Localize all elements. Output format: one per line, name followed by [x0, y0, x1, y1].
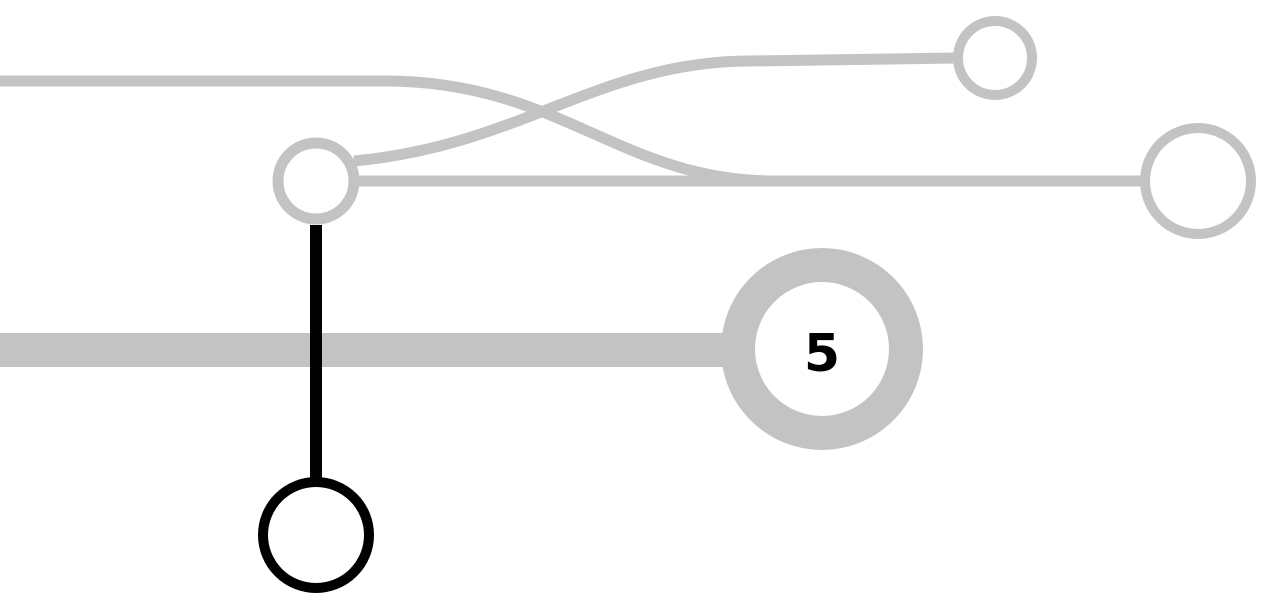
line-node-to-top-terminal — [353, 52, 957, 167]
junction-node[interactable] — [272, 137, 360, 225]
active-bottom-node[interactable] — [258, 477, 374, 593]
right-terminal-node[interactable] — [1140, 123, 1256, 239]
thick-line-to-station — [0, 333, 740, 367]
highlighted-station-label: 5 — [804, 324, 840, 384]
highlighted-station-node[interactable] — [721, 248, 923, 450]
top-terminal-node[interactable] — [953, 16, 1037, 100]
